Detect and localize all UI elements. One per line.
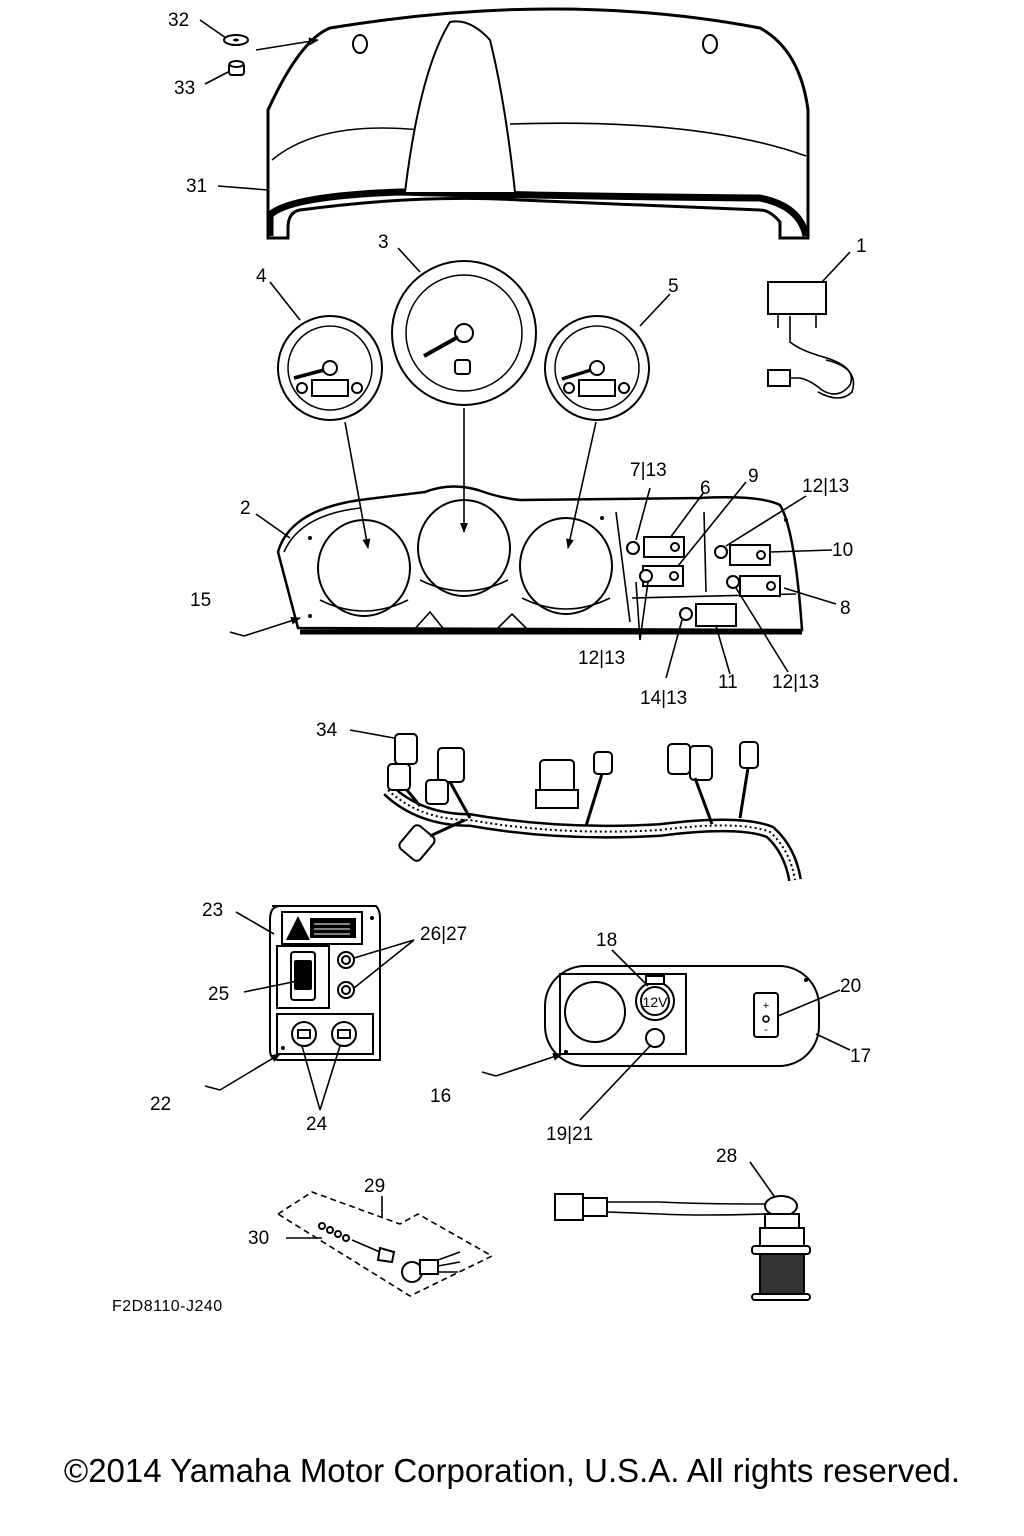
label-34: 34 bbox=[316, 720, 338, 741]
label-26-27: 26|27 bbox=[420, 924, 467, 945]
leader-lines bbox=[199, 19, 851, 1239]
drawing-code: F2D8110-J240 bbox=[112, 1298, 223, 1315]
label-4: 4 bbox=[256, 266, 267, 287]
label-10: 10 bbox=[832, 540, 853, 561]
dash-panel-part bbox=[276, 485, 804, 635]
label-24: 24 bbox=[306, 1114, 328, 1135]
repair-kit-29 bbox=[276, 1191, 494, 1297]
label-22: 22 bbox=[150, 1094, 171, 1115]
label-17: 17 bbox=[850, 1046, 871, 1067]
switch-minus-text: - bbox=[764, 1024, 768, 1036]
label-6: 6 bbox=[700, 478, 711, 499]
label-5: 5 bbox=[668, 276, 679, 297]
switch-panel-23 bbox=[269, 905, 381, 1061]
sensor-unit-part bbox=[767, 281, 855, 399]
socket-12v-text: 12V bbox=[643, 994, 669, 1010]
label-30: 30 bbox=[248, 1228, 269, 1249]
label-28: 28 bbox=[716, 1146, 737, 1167]
water-sensor-part bbox=[554, 1193, 811, 1301]
label-12-13-right: 12|13 bbox=[772, 672, 819, 693]
washer-part bbox=[223, 34, 249, 46]
label-8: 8 bbox=[840, 598, 851, 619]
visor-cowl-part bbox=[266, 7, 810, 240]
label-3: 3 bbox=[378, 232, 389, 253]
accessory-panel-17: 12V + - bbox=[544, 965, 820, 1067]
copyright-notice: ©2014 Yamaha Motor Corporation, U.S.A. A… bbox=[63, 1452, 961, 1489]
label-18: 18 bbox=[596, 930, 617, 951]
label-29: 29 bbox=[364, 1176, 385, 1197]
label-2: 2 bbox=[240, 498, 251, 519]
switch-plus-text: + bbox=[763, 1000, 769, 1012]
label-16: 16 bbox=[430, 1086, 451, 1107]
speedometer-gauge bbox=[391, 260, 537, 406]
label-19-21: 19|21 bbox=[546, 1124, 593, 1145]
label-31: 31 bbox=[186, 176, 207, 197]
tachometer-gauge-left bbox=[277, 315, 383, 421]
label-11: 11 bbox=[718, 672, 738, 693]
screw-15 bbox=[229, 631, 245, 637]
wire-harness-part bbox=[383, 733, 802, 882]
label-12-13-top: 12|13 bbox=[802, 476, 849, 497]
screw-22 bbox=[204, 1085, 221, 1091]
label-12-13-left: 12|13 bbox=[578, 648, 625, 669]
label-7-13: 7|13 bbox=[630, 460, 667, 481]
label-32: 32 bbox=[168, 10, 189, 31]
label-14-13: 14|13 bbox=[640, 688, 687, 709]
screw-16 bbox=[481, 1071, 497, 1077]
nut-part bbox=[228, 60, 245, 76]
callout-labels: 32 33 31 3 4 5 1 2 7|13 6 9 12|13 10 8 1… bbox=[150, 10, 871, 1249]
label-23: 23 bbox=[202, 900, 223, 921]
label-20: 20 bbox=[840, 976, 861, 997]
label-25: 25 bbox=[208, 984, 229, 1005]
label-33: 33 bbox=[174, 78, 195, 99]
label-9: 9 bbox=[748, 466, 759, 487]
tachometer-gauge-right bbox=[544, 315, 650, 421]
label-1: 1 bbox=[856, 236, 867, 257]
label-15: 15 bbox=[190, 590, 211, 611]
